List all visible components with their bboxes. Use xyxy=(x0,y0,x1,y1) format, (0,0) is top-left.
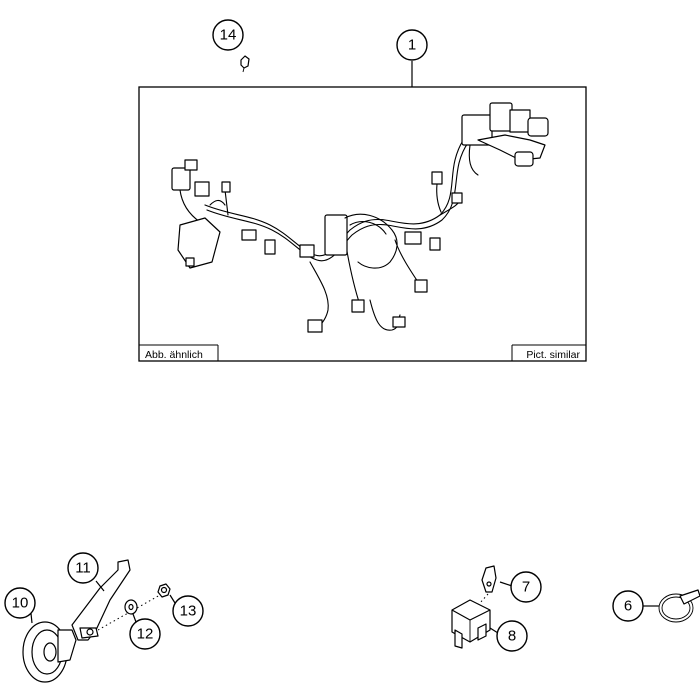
svg-text:13: 13 xyxy=(180,603,197,620)
svg-text:11: 11 xyxy=(75,560,91,577)
svg-text:14: 14 xyxy=(220,27,237,44)
connector-7 xyxy=(481,565,497,593)
cable-tie-6 xyxy=(658,589,700,623)
relay-8 xyxy=(451,599,491,649)
svg-text:6: 6 xyxy=(624,598,632,615)
callout-11[interactable]: 11 xyxy=(67,552,99,584)
svg-text:10: 10 xyxy=(12,595,29,612)
callout-1[interactable]: 1 xyxy=(396,29,428,61)
horn-10 xyxy=(22,621,77,683)
washer-12 xyxy=(124,599,138,615)
svg-text:8: 8 xyxy=(508,628,516,645)
callout-7[interactable]: 7 xyxy=(510,571,542,603)
callout-10[interactable]: 10 xyxy=(4,587,36,619)
wiring-harness xyxy=(171,102,549,333)
bulb-14 xyxy=(240,55,250,73)
bracket-11 xyxy=(71,559,131,641)
callout-13[interactable]: 13 xyxy=(172,595,204,627)
label-right: Pict. similar xyxy=(526,349,580,361)
callout-6[interactable]: 6 xyxy=(612,590,644,622)
label-left: Abb. ähnlich xyxy=(145,349,203,361)
callout-8[interactable]: 8 xyxy=(496,620,528,652)
svg-text:7: 7 xyxy=(522,579,530,596)
harness-frame xyxy=(138,86,587,362)
callout-12[interactable]: 12 xyxy=(129,618,161,650)
svg-text:1: 1 xyxy=(408,37,416,54)
callout-14[interactable]: 14 xyxy=(212,19,244,51)
svg-text:12: 12 xyxy=(137,626,154,643)
nut-13 xyxy=(157,583,171,598)
